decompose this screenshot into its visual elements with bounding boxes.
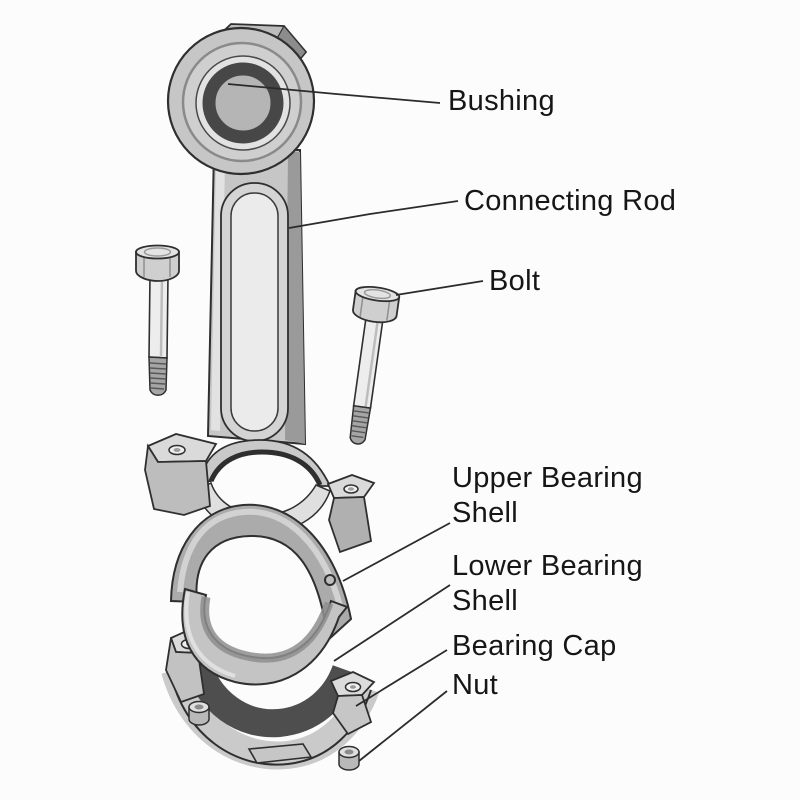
- big-end-right-boss-front: [328, 496, 373, 554]
- cap-bore-band: [182, 655, 360, 738]
- upper-shell-highlight: [177, 508, 344, 611]
- leader-bushing: [227, 83, 441, 104]
- bolt-left-head-top: [135, 244, 180, 260]
- label-bearing-cap: Bearing Cap: [452, 630, 617, 662]
- leader-nut: [358, 690, 448, 762]
- bolt-right-head-top-inner: [363, 288, 392, 300]
- leader-bolt: [395, 280, 484, 296]
- bolt-right-thread-lines: [351, 410, 369, 439]
- nut-bottom-hole: [344, 749, 354, 755]
- nut-bottom: [338, 745, 360, 771]
- upper-bearing-shell: [169, 503, 353, 643]
- label-bolt: Bolt: [489, 265, 541, 297]
- bolt-left: [135, 244, 180, 396]
- right-boss-bolt-hole-center: [348, 487, 354, 491]
- leader-lower-bearing-shell: [333, 584, 451, 662]
- lower-shell-inner-shadow: [200, 596, 334, 663]
- nut-left: [188, 700, 210, 726]
- connecting-rod: [144, 23, 376, 554]
- bolt-left-threads: [148, 356, 168, 396]
- left-boss-bolt-hole-center: [173, 448, 181, 452]
- cap-foot: [247, 743, 313, 764]
- big-end-arch: [198, 439, 332, 487]
- label-bushing: Bushing: [448, 85, 555, 117]
- bolt-left-thread-lines: [149, 362, 167, 390]
- leader-upper-bearing-shell: [342, 522, 451, 582]
- bolt-left-shaft-shade: [159, 276, 164, 357]
- label-connecting-rod: Connecting Rod: [464, 185, 677, 217]
- label-nut: Nut: [452, 669, 499, 701]
- upper-shell-oil-hole: [324, 574, 336, 586]
- leader-lines: [227, 83, 484, 762]
- label-lower-bearing-shell: Lower Bearing Shell: [452, 550, 643, 617]
- label-upper-bearing-shell: Upper Bearing Shell: [452, 462, 643, 529]
- big-end-left-boss-front: [144, 443, 211, 516]
- bolt-right: [349, 286, 401, 445]
- nut-left-hole: [194, 704, 204, 710]
- cap-right-ear-hole-center: [350, 685, 356, 689]
- rod-shank-shading: [285, 152, 305, 444]
- leader-bearing-cap: [355, 649, 448, 707]
- bolt-left-head-top-inner: [143, 247, 172, 257]
- rod-slot: [230, 192, 279, 432]
- bushing-bore: [202, 62, 284, 144]
- bolt-right-shaft-shade: [364, 317, 380, 407]
- bolt-left-shaft: [148, 275, 169, 359]
- lower-shell-highlight: [184, 591, 236, 678]
- cap-right-ear-front: [332, 694, 373, 736]
- leader-connecting-rod: [288, 200, 459, 229]
- bolt-left-head-side: [135, 251, 180, 282]
- lower-bearing-shell: [181, 587, 349, 686]
- bolt-right-threads: [349, 404, 372, 445]
- big-end-bore-line: [208, 449, 323, 487]
